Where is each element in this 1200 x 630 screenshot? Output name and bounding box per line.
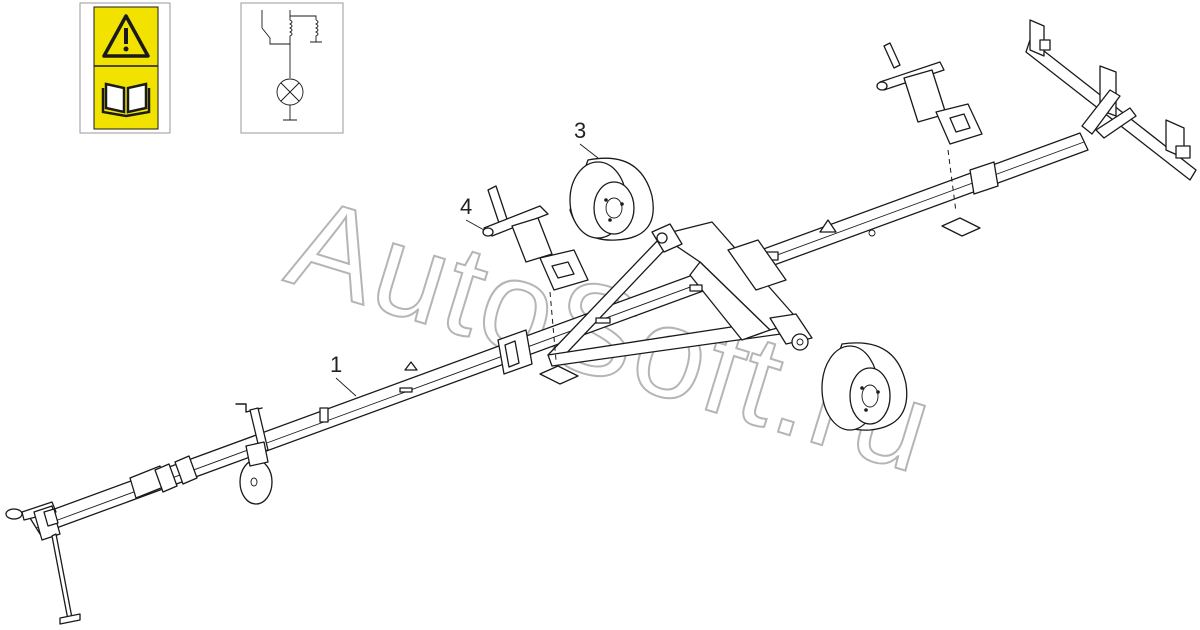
electrical-schematic-icon xyxy=(240,2,344,134)
main-frame xyxy=(5,132,1089,541)
rear-crossbar xyxy=(1025,19,1197,181)
jack-stand xyxy=(235,403,273,505)
support-right xyxy=(876,42,983,237)
wheel-lower xyxy=(821,342,908,431)
support-left xyxy=(482,185,589,385)
svg-text:4: 4 xyxy=(460,194,472,219)
callout-4: 4 xyxy=(460,194,485,231)
manual-book-icon xyxy=(101,82,151,118)
axle-frame xyxy=(547,221,813,367)
callout-1: 1 xyxy=(330,352,357,397)
svg-text:1: 1 xyxy=(330,352,342,377)
wheel-upper xyxy=(569,157,654,241)
safety-label xyxy=(79,2,171,134)
callout-3: 3 xyxy=(574,118,599,159)
parking-leg xyxy=(51,533,81,625)
svg-text:3: 3 xyxy=(574,118,586,143)
warning-triangle-icon xyxy=(102,14,150,58)
